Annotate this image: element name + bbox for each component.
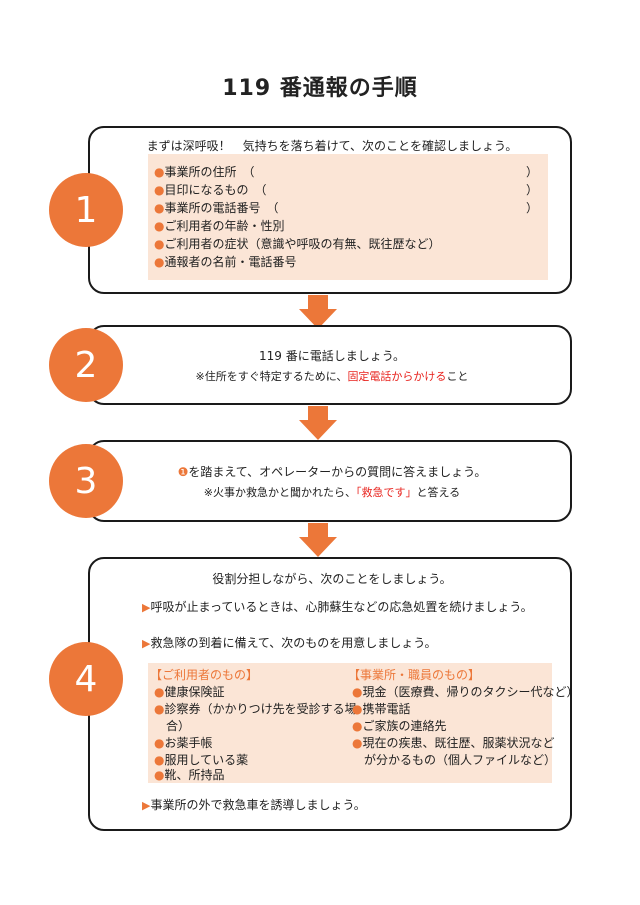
triangle-icon: ▶ [142, 799, 151, 812]
step-1-box: まずは深呼吸！ 気持ちを落ち着けて、次のことを確認しましょう。 ●事業所の住所 … [88, 126, 572, 294]
list-item-continuation: 合） [166, 719, 191, 733]
checklist-item: ●ご利用者の症状（意識や呼吸の有無、既往歴など） [154, 237, 441, 251]
bullet-icon: ● [154, 702, 165, 716]
step-4-items-panel: 【ご利用者のもの】 ●健康保険証 ●診察券（かかりつけ先を受診する場 合） ●お… [148, 663, 579, 783]
list-item: ●健康保険証 [154, 685, 225, 699]
bullet-icon: ● [352, 736, 363, 750]
step-4-action-2: ▶救急隊の到着に備えて、次のものを用意しましょう。 [142, 636, 437, 650]
bullet-icon: ● [154, 685, 165, 699]
list-item: ●お薬手帳 [154, 736, 213, 750]
step-1-checklist: ●事業所の住所 （ ） ●目印になるもの （ ） ●事業所の電話番号 （ ） ●… [148, 154, 548, 280]
step-4-number: 4 [49, 642, 123, 716]
bullet-icon: ● [154, 165, 165, 179]
bullet-icon: ● [352, 702, 363, 716]
step-4-box: 役割分担しながら、次のことをしましょう。 ▶呼吸が止まっているときは、心肺蘇生な… [88, 557, 579, 831]
close-paren: ） [526, 183, 539, 197]
step-1-number: 1 [49, 173, 123, 247]
bullet-icon: ● [154, 753, 165, 767]
triangle-icon: ▶ [142, 637, 151, 650]
step-4-intro: 役割分担しながら、次のことをしましょう。 [212, 572, 452, 586]
list-item: ●現金（医療費、帰りのタクシー代など） [352, 685, 579, 699]
bullet-icon: ● [352, 719, 363, 733]
checklist-item: ●ご利用者の年齢・性別 [154, 219, 285, 233]
bullet-icon: ● [154, 736, 165, 750]
checklist-item: ●通報者の名前・電話番号 [154, 255, 297, 269]
list-item: ●靴、所持品 [154, 768, 225, 782]
right-column-heading: 【事業所・職員のもの】 [348, 668, 481, 682]
list-item: ●携帯電話 [352, 702, 411, 716]
down-arrow-icon [299, 406, 337, 440]
step-2-main: 119 番に電話しましょう。 [259, 349, 405, 363]
step-2-number: 2 [49, 328, 123, 402]
step-2-note: ※住所をすぐ特定するために、固定電話からかけること [195, 370, 469, 383]
step-3-main: ❶を踏まえて、オペレーターからの質問に答えましょう。 [177, 465, 487, 479]
step-3-box: ❶を踏まえて、オペレーターからの質問に答えましょう。 ※火事か救急かと聞かれたら… [88, 440, 572, 522]
triangle-icon: ▶ [142, 601, 151, 614]
step-3-note: ※火事か救急かと聞かれたら、「救急です」と答える [203, 486, 461, 499]
checklist-item: ●目印になるもの （ [154, 183, 267, 197]
down-arrow-icon [299, 295, 337, 329]
bullet-icon: ● [154, 237, 165, 251]
list-item: ●現在の疾患、既往歴、服薬状況など [352, 736, 555, 750]
step-2-box: 119 番に電話しましょう。 ※住所をすぐ特定するために、固定電話からかけること [88, 325, 572, 405]
step-3-number: 3 [49, 444, 123, 518]
bullet-icon: ● [154, 201, 165, 215]
list-item: ●服用している薬 [154, 753, 249, 767]
step-4-action-1: ▶呼吸が止まっているときは、心肺蘇生などの応急処置を続けましょう。 [142, 600, 533, 614]
bullet-icon: ● [154, 255, 165, 269]
bullet-icon: ● [154, 768, 165, 782]
close-paren: ） [526, 201, 539, 215]
down-arrow-icon [299, 523, 337, 557]
list-item: ●診察券（かかりつけ先を受診する場 [154, 702, 357, 716]
list-item-continuation: が分かるもの（個人ファイルなど） [364, 753, 557, 767]
bullet-icon: ● [154, 219, 165, 233]
checklist-item: ●事業所の電話番号 （ [154, 201, 279, 215]
list-item: ●ご家族の連絡先 [352, 719, 447, 733]
bullet-icon: ● [154, 183, 165, 197]
left-column-heading: 【ご利用者のもの】 [150, 668, 259, 682]
circled-one-icon: ❶ [177, 465, 189, 479]
bullet-icon: ● [352, 685, 363, 699]
page-title: 119 番通報の手順 [222, 76, 418, 101]
step-1-intro: まずは深呼吸！ 気持ちを落ち着けて、次のことを確認しましょう。 [146, 139, 518, 153]
checklist-item: ●事業所の住所 （ [154, 165, 255, 179]
close-paren: ） [526, 165, 539, 179]
step-4-action-3: ▶事業所の外で救急車を誘導しましょう。 [142, 798, 366, 812]
